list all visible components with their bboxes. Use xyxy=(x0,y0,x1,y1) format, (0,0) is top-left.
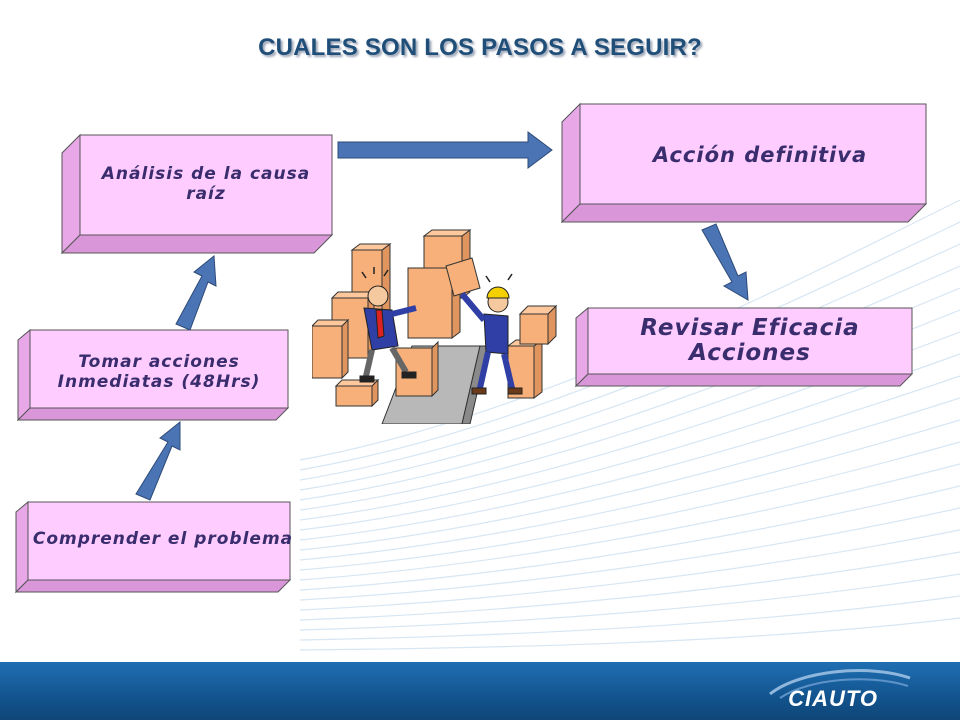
box-accion-definitiva: Acción definitiva xyxy=(652,142,868,167)
logo-swoosh-icon xyxy=(769,669,911,699)
box-analisis-shape xyxy=(60,133,334,255)
arrow-comprender-to-tomar xyxy=(135,420,181,501)
box-accion-definitiva-shape xyxy=(560,102,928,224)
box-comprender-shape xyxy=(14,500,292,594)
box-analisis: Análisis de la causa raíz xyxy=(101,163,311,204)
box-revisar-shape xyxy=(574,306,914,388)
workers-struggling-with-boxes-icon xyxy=(312,229,558,424)
arrow-tomar-to-analisis xyxy=(175,255,217,331)
slide-title: CUALES SON LOS PASOS A SEGUIR? xyxy=(258,34,702,61)
ciauto-logo: CIAUTO xyxy=(788,686,878,711)
footer-band xyxy=(0,662,960,720)
arrow-accion-to-revisar xyxy=(701,223,749,301)
box-revisar: Revisar Eficacia Acciones xyxy=(640,314,860,366)
box-tomar-acciones-shape xyxy=(16,328,290,422)
box-comprender: Comprender el problema xyxy=(32,528,294,549)
box-tomar-acciones: Tomar acciones Inmediatas (48Hrs) xyxy=(57,351,261,392)
arrow-analisis-to-accion xyxy=(337,131,553,169)
